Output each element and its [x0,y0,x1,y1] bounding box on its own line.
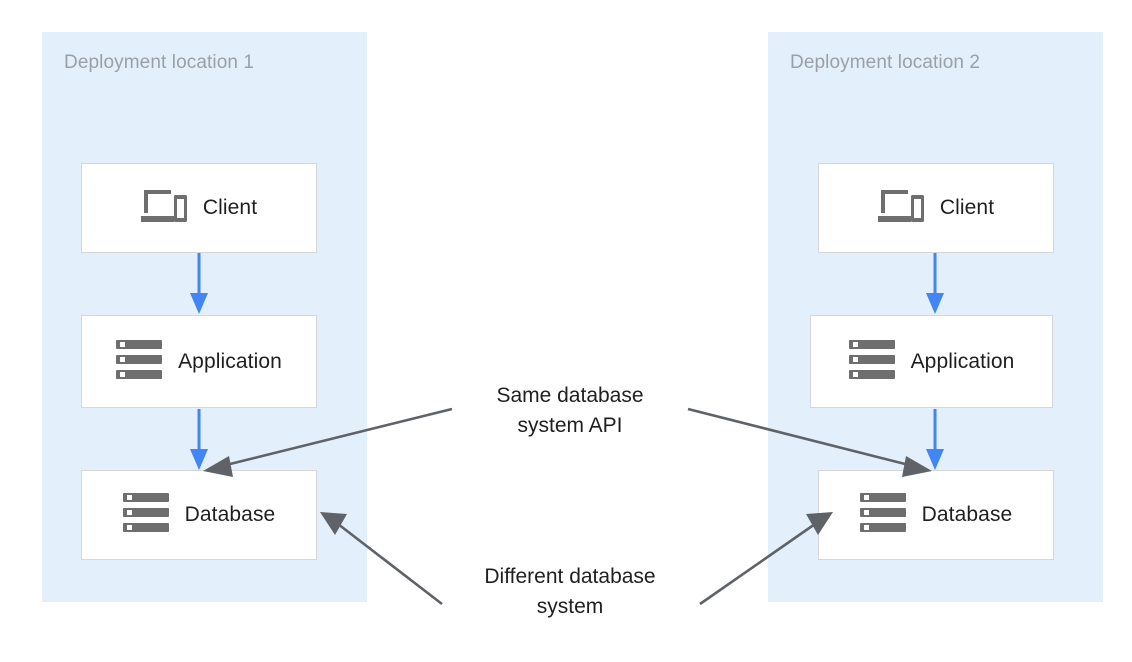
server-icon [859,493,906,537]
server-icon [116,339,163,384]
node-application-location-2-label: Application [910,349,1015,373]
devices-icon [877,187,924,230]
node-client-location-1[interactable]: Client [81,163,317,253]
node-client-location-2[interactable]: Client [818,163,1054,253]
devices-icon [140,187,187,230]
node-client-location-1-label: Client [202,196,258,219]
node-application-location-1[interactable]: Application [81,315,317,408]
annotation-different-database-system: Different database system [484,565,656,618]
node-database-location-2[interactable]: Database [818,470,1054,560]
annotation-same-database-system-api: Same database system API [496,384,644,437]
node-application-location-1-label: Application [178,349,282,373]
node-database-location-2-label: Database [921,503,1013,526]
deployment-location-1-label: Deployment location 1 [64,52,255,73]
server-icon [848,339,895,384]
server-icon [122,493,169,537]
node-database-location-1-label: Database [184,503,276,526]
node-client-location-2-label: Client [939,196,995,219]
deployment-location-2-label: Deployment location 2 [790,52,981,73]
node-application-location-2[interactable]: Application [810,315,1053,408]
node-database-location-1[interactable]: Database [81,470,317,560]
